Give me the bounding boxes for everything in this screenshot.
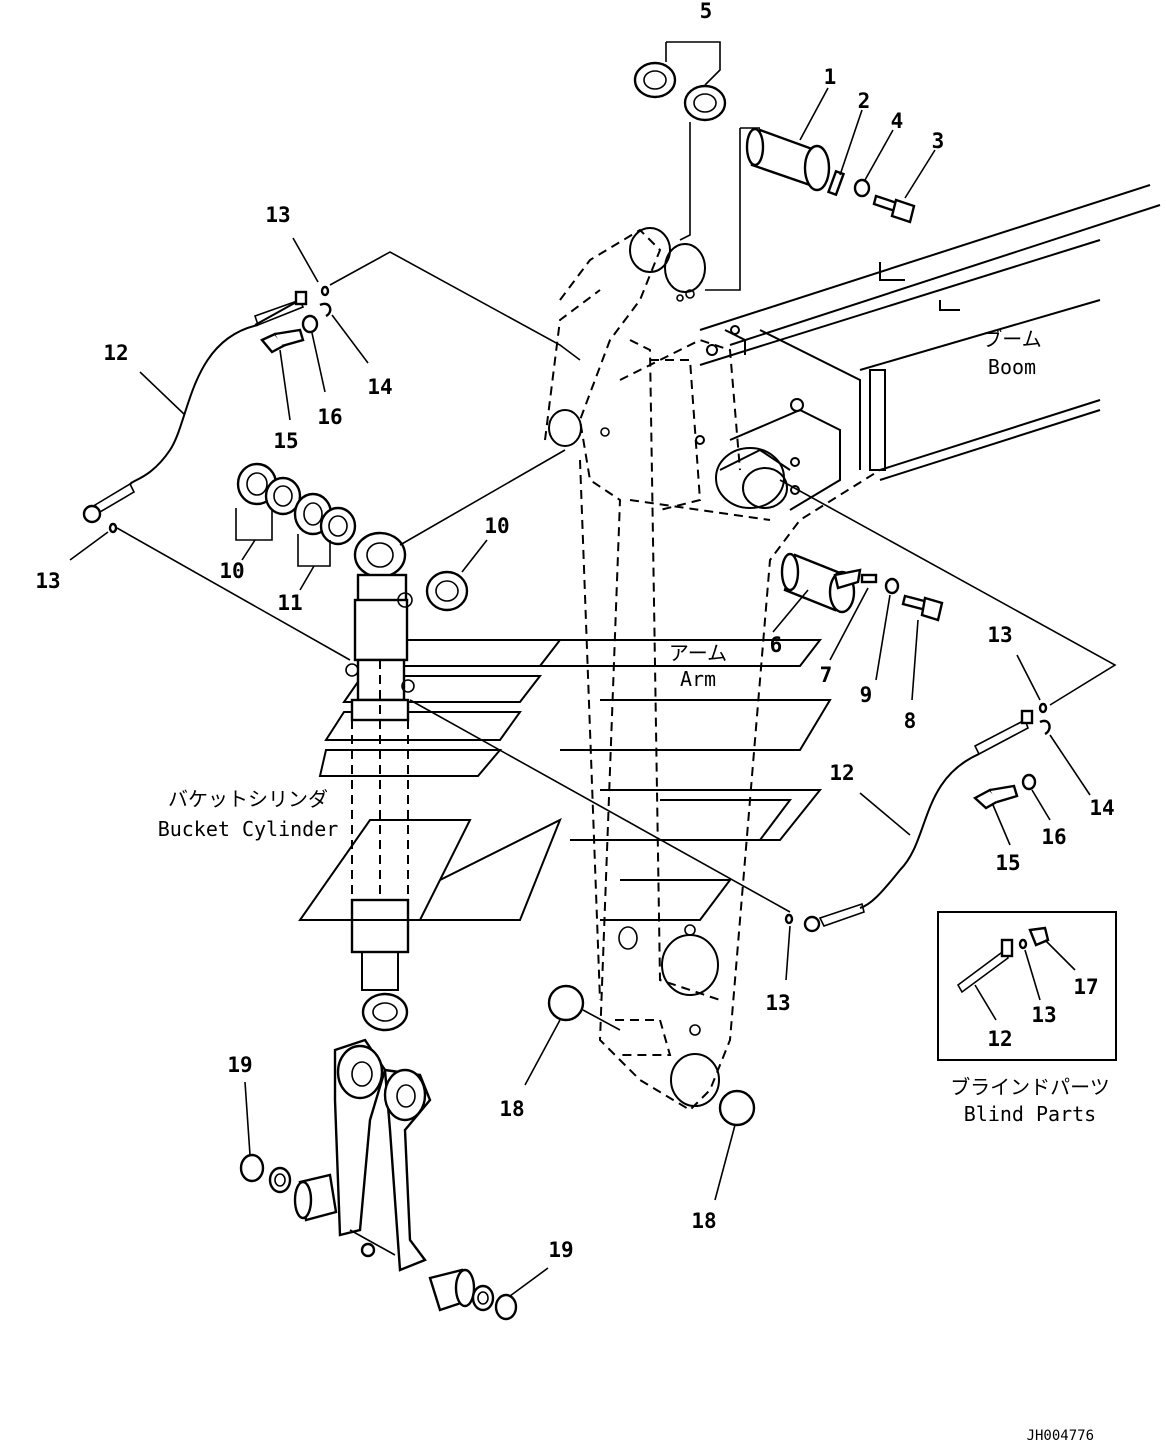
part-5-shims (633, 61, 727, 122)
part-15-bolt (972, 784, 1019, 810)
part-19-bushing-set-left (239, 1153, 338, 1222)
callout-5: 5 (700, 0, 713, 23)
callout-4: 4 (891, 109, 904, 133)
callout-1: 1 (824, 65, 837, 89)
blind-parts-inset (937, 911, 1117, 1061)
callout-3: 3 (932, 129, 945, 153)
part-12-grease-hose-left (82, 290, 308, 524)
part-number-callouts: 5 1 2 4 3 13 12 14 16 15 13 10 11 10 6 7… (35, 0, 1114, 1262)
callout-16: 16 (1041, 825, 1066, 849)
callout-13: 13 (1031, 1003, 1056, 1027)
drawing-code: JH004776 (1027, 1428, 1094, 1444)
blind-parts-label-en: Blind Parts (964, 1102, 1096, 1126)
part-19-bushing-set-right (428, 1268, 518, 1321)
bucket-cylinder-label-jp: バケットシリンダ (168, 787, 328, 811)
callout-10: 10 (219, 559, 244, 583)
part-18-seal-ring (718, 1089, 756, 1127)
part-7-lock-plate (860, 573, 878, 584)
callout-13: 13 (987, 623, 1012, 647)
part-14-clip (319, 302, 332, 318)
callout-7: 7 (820, 663, 833, 687)
callout-17: 17 (1073, 975, 1098, 999)
leader-lines (69, 41, 1117, 1297)
callout-18: 18 (691, 1209, 716, 1233)
part-9-washer (884, 577, 900, 595)
arm-label-jp: アーム (669, 641, 727, 665)
callout-15: 15 (273, 429, 298, 453)
component-labels: ブーム Boom アーム Arm バケットシリンダ Bucket Cylinde… (158, 327, 1110, 1444)
part-10-shims (236, 462, 469, 612)
callout-13: 13 (265, 203, 290, 227)
callout-12: 12 (829, 761, 854, 785)
part-13-fitting (320, 285, 330, 297)
callout-15: 15 (995, 851, 1020, 875)
watermark-logo (298, 639, 832, 921)
part-12-grease-hose-right (803, 709, 1034, 933)
part-14-clip (1039, 719, 1051, 736)
part-6-cylinder-pin (780, 552, 862, 614)
callout-13: 13 (35, 569, 60, 593)
callout-18: 18 (499, 1097, 524, 1121)
part-11-shims (293, 492, 357, 546)
callout-14: 14 (1089, 796, 1114, 820)
part-16-washer (301, 314, 319, 334)
boom-label-jp: ブーム (982, 327, 1041, 351)
bucket-links (333, 1038, 432, 1272)
callout-2: 2 (858, 89, 871, 113)
part-8-bolt (901, 594, 944, 622)
callout-10: 10 (484, 514, 509, 538)
part-13-fitting (784, 913, 794, 925)
boom-label-en: Boom (988, 355, 1036, 379)
arm (544, 227, 881, 1112)
callout-13: 13 (765, 991, 790, 1015)
callout-16: 16 (317, 405, 342, 429)
callout-14: 14 (367, 375, 392, 399)
callout-12: 12 (103, 341, 128, 365)
part-15-bolt (260, 328, 305, 354)
callout-11: 11 (277, 591, 302, 615)
bucket-cylinder (345, 531, 415, 1032)
callout-8: 8 (904, 709, 917, 733)
callout-12: 12 (987, 1027, 1012, 1051)
boom (695, 184, 1161, 511)
callout-6: 6 (770, 633, 783, 657)
part-1-arm-pin (745, 127, 831, 192)
part-4-washer (853, 178, 871, 198)
callout-19: 19 (227, 1053, 252, 1077)
bucket-cylinder-label-en: Bucket Cylinder (158, 817, 339, 841)
part-13-fitting (1038, 702, 1048, 714)
part-13-fitting (108, 522, 118, 534)
part-3-bolt (872, 194, 916, 224)
part-2-lock-plate (826, 169, 846, 197)
arm-label-en: Arm (680, 667, 716, 691)
callout-9: 9 (860, 683, 873, 707)
part-16-washer (1021, 773, 1037, 791)
blind-parts-label-jp: ブラインドパーツ (950, 1075, 1110, 1099)
part-18-seal-ring (547, 984, 585, 1022)
callout-19: 19 (548, 1238, 573, 1262)
